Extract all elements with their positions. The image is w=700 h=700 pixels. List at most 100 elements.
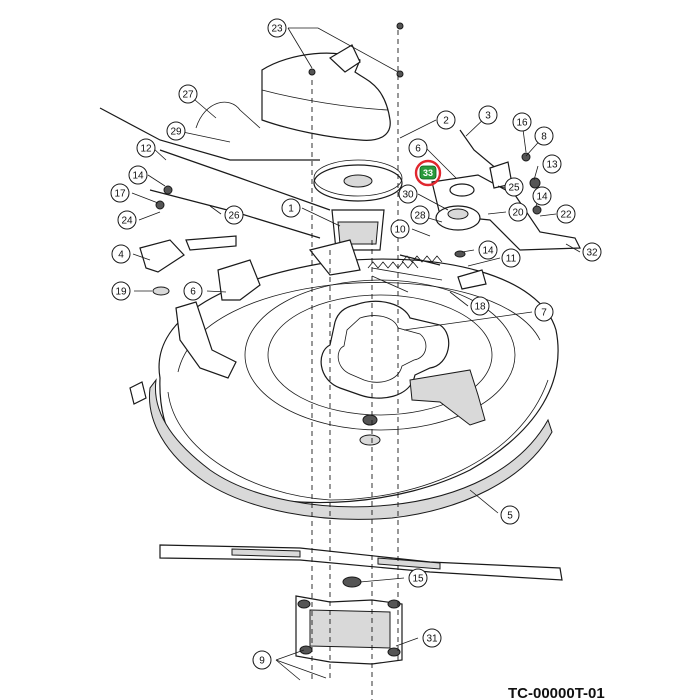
callout-22: 22 <box>556 204 576 224</box>
callout-circle <box>281 198 301 218</box>
idler-bracket <box>431 129 581 251</box>
callout-17: 17 <box>110 183 130 203</box>
callout-number: 8 <box>541 132 547 143</box>
callout-14: 14 <box>478 240 498 260</box>
blade <box>159 544 563 588</box>
callout-circle <box>166 121 186 141</box>
callout-number: 24 <box>121 216 133 227</box>
callout-number: 22 <box>560 210 572 221</box>
spindle-assembly <box>308 159 403 276</box>
callout-24: 24 <box>117 210 137 230</box>
callout-number: 1 <box>288 204 294 215</box>
callout-number: 9 <box>259 656 265 667</box>
callout-14: 14 <box>128 165 148 185</box>
callout-23: 23 <box>267 18 287 38</box>
callout-3: 3 <box>478 105 498 125</box>
callout-19: 19 <box>111 281 131 301</box>
callout-number: 30 <box>402 190 414 201</box>
callout-9: 9 <box>252 650 272 670</box>
callout-circle <box>183 281 203 301</box>
callout-circle <box>410 205 430 225</box>
callout-number: 4 <box>118 250 124 261</box>
callout-10: 10 <box>390 219 410 239</box>
document-number: TC-00000T-01 <box>508 685 605 700</box>
callout-circle <box>178 84 198 104</box>
callout-32: 32 <box>582 242 602 262</box>
callout-circle <box>534 126 554 146</box>
callout-number: 15 <box>412 574 424 585</box>
callout-7: 7 <box>534 302 554 322</box>
callout-number: 5 <box>507 511 513 522</box>
hardware <box>129 22 542 446</box>
callout-circle <box>556 204 576 224</box>
callout-12: 12 <box>136 138 156 158</box>
callout-15: 15 <box>408 568 428 588</box>
callout-28: 28 <box>410 205 430 225</box>
callout-circle <box>111 244 131 264</box>
callout-26: 26 <box>224 205 244 225</box>
callout-8: 8 <box>534 126 554 146</box>
callout-number: 14 <box>536 192 548 203</box>
callout-number: 11 <box>506 254 517 265</box>
callout-25: 25 <box>504 177 524 197</box>
highlighted-part-33[interactable]: 33 <box>414 159 442 187</box>
callout-circle <box>478 105 498 125</box>
callout-number: 31 <box>426 634 438 645</box>
callout-circle <box>470 296 490 316</box>
mower-deck <box>148 258 559 520</box>
callout-16: 16 <box>512 112 532 132</box>
callout-circle <box>267 18 287 38</box>
callout-number: 27 <box>182 90 194 101</box>
callout-number: 26 <box>228 211 240 222</box>
callout-number: 20 <box>512 208 524 219</box>
callout-number: 6 <box>415 144 421 155</box>
callout-number: 7 <box>541 308 547 319</box>
callout-circle <box>436 110 456 130</box>
callout-20: 20 <box>508 202 528 222</box>
callout-6: 6 <box>183 281 203 301</box>
callout-circle <box>582 242 602 262</box>
callout-circle <box>408 568 428 588</box>
callout-circle <box>117 210 137 230</box>
callout-1: 1 <box>281 198 301 218</box>
callout-circle <box>504 177 524 197</box>
callout-circle <box>110 183 130 203</box>
callout-number: 17 <box>114 189 126 200</box>
callout-6: 6 <box>408 138 428 158</box>
callout-number: 13 <box>546 160 558 171</box>
callout-circle <box>252 650 272 670</box>
callout-circle <box>532 186 552 206</box>
callout-circle <box>512 112 532 132</box>
callout-number: 10 <box>394 225 406 236</box>
callout-18: 18 <box>470 296 490 316</box>
highlighted-part-label: 33 <box>423 168 433 178</box>
callout-circle <box>398 184 418 204</box>
callout-14: 14 <box>532 186 552 206</box>
callout-30: 30 <box>398 184 418 204</box>
callout-circle <box>422 628 442 648</box>
callout-circle <box>224 205 244 225</box>
callout-circle <box>111 281 131 301</box>
belt-guard <box>261 44 391 141</box>
callout-number: 28 <box>414 211 426 222</box>
callout-circle <box>501 248 521 268</box>
callout-circle <box>128 165 148 185</box>
callout-circle <box>534 302 554 322</box>
callout-circle <box>500 505 520 525</box>
callout-4: 4 <box>111 244 131 264</box>
callout-number: 23 <box>271 24 283 35</box>
callout-circle <box>408 138 428 158</box>
callout-number: 18 <box>474 302 486 313</box>
callout-circle <box>478 240 498 260</box>
callout-27: 27 <box>178 84 198 104</box>
callout-number: 19 <box>115 287 127 298</box>
callout-number: 25 <box>508 183 520 194</box>
callout-number: 16 <box>516 118 528 129</box>
callout-number: 6 <box>190 287 196 298</box>
callout-13: 13 <box>542 154 562 174</box>
callout-31: 31 <box>422 628 442 648</box>
callout-number: 3 <box>485 111 491 122</box>
springs <box>367 255 443 269</box>
